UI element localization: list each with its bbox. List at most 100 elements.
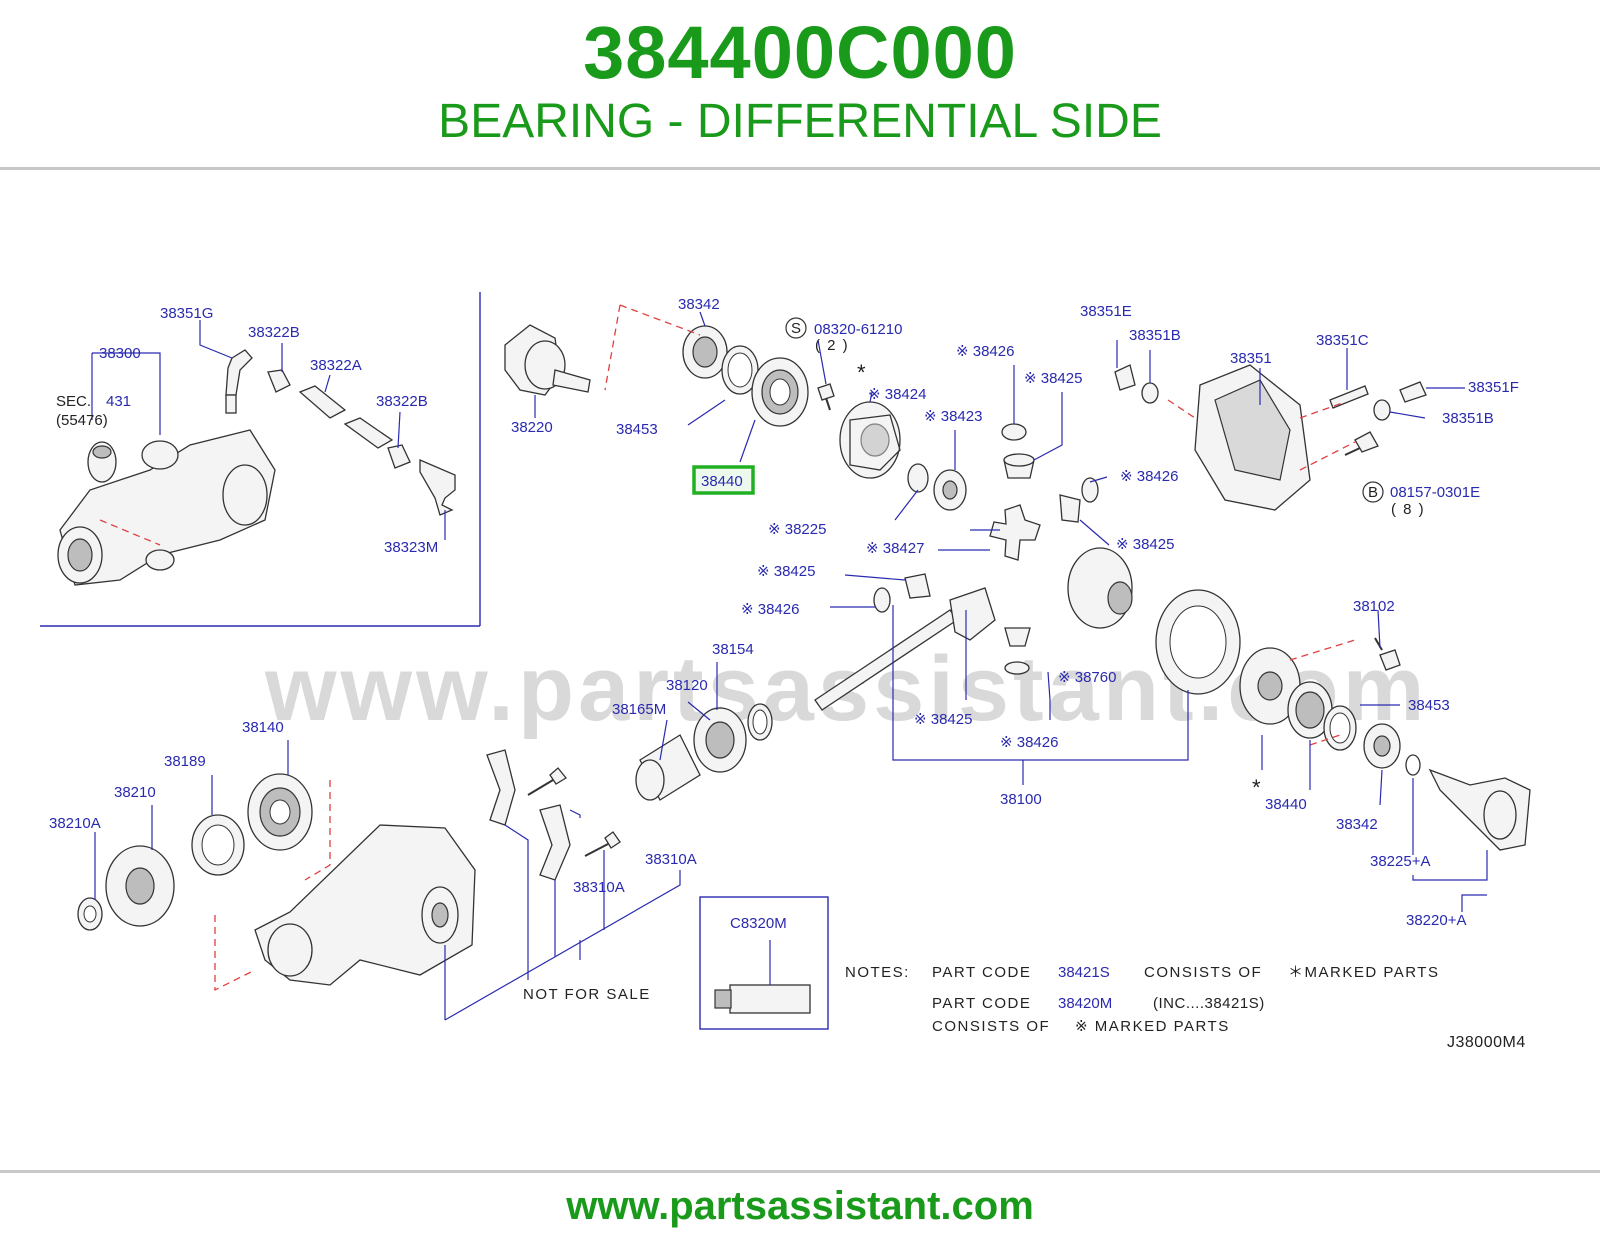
label-not-for-sale: NOT FOR SALE <box>523 986 651 1003</box>
companion-flange-38220 <box>504 324 591 396</box>
notes-line1-c: ＊MARKED PARTS <box>1288 964 1439 981</box>
spacer-38453-right <box>1323 705 1357 751</box>
bolt-08320 <box>817 383 835 411</box>
pinion-mate-38425-top <box>1003 453 1035 479</box>
notes-line3-b: ※ MARKED PARTS <box>1075 1018 1230 1035</box>
label-38342-top: 38342 <box>678 296 720 313</box>
label-38426-d: ※ 38426 <box>1000 734 1058 751</box>
inset-labels: 38351G 38322B 38300 38322A SEC. 431 (554… <box>56 305 438 556</box>
notes-line1-code: 38421S <box>1058 964 1110 981</box>
side-shaft-38100 <box>814 587 996 711</box>
label-38140: 38140 <box>242 719 284 736</box>
label-38210A: 38210A <box>49 815 101 832</box>
label-38220: 38220 <box>511 419 553 436</box>
pinion-washer-38426-low <box>1004 661 1030 675</box>
inset-breather-tube <box>419 459 456 516</box>
inset-clamp-1 <box>267 369 291 393</box>
ring-gear-38100 <box>1155 589 1241 695</box>
label-c8320m: C8320M <box>730 915 787 932</box>
label-38427: ※ 38427 <box>866 540 924 557</box>
label-38440-bottom: 38440 <box>1265 796 1307 813</box>
pinion-mate-38425-left <box>904 573 931 599</box>
label-38102: 38102 <box>1353 598 1395 615</box>
footer-url-link[interactable]: www.partsassistant.com <box>566 1184 1034 1228</box>
side-bearing-38440-top <box>751 357 809 427</box>
label-38225A: 38225+A <box>1370 853 1430 870</box>
label-38351B-1: 38351B <box>1129 327 1181 344</box>
header-divider <box>0 167 1600 170</box>
label-sec-sub: (55476) <box>56 412 108 429</box>
s-circle-icon <box>785 317 807 339</box>
footer-divider <box>0 1170 1600 1173</box>
label-38351: 38351 <box>1230 350 1272 367</box>
seal-38189 <box>191 814 245 876</box>
plug-38351F <box>1399 381 1427 403</box>
label-38342-bottom: 38342 <box>1336 816 1378 833</box>
notes-line3-a: CONSISTS OF <box>932 1018 1050 1035</box>
label-38310A-1: 38310A <box>645 851 697 868</box>
label-38760: ※ 38760 <box>1058 669 1116 686</box>
label-38322B-2: 38322B <box>376 393 428 410</box>
spacer-38154 <box>747 703 773 741</box>
notes-block: NOTES: PART CODE 38421S CONSISTS OF ＊MAR… <box>845 964 1526 1051</box>
bolt-08157 <box>1344 431 1379 456</box>
nut-38210A <box>77 897 103 931</box>
bearing-38140 <box>247 773 313 851</box>
label-qty-8: ( 8 ) <box>1391 501 1425 518</box>
companion-flange-38210 <box>105 845 175 927</box>
bearing-cap-1 <box>486 749 516 826</box>
label-38189: 38189 <box>164 753 206 770</box>
pinion-washer-38426-left <box>873 587 891 613</box>
sealant-tube-c8320m <box>714 984 811 1014</box>
highlight-box-38440[interactable] <box>692 465 755 495</box>
label-08320-61210: 08320-61210 <box>814 321 902 338</box>
diff-case-38424 <box>839 401 901 479</box>
label-38426-b: ※ 38426 <box>1120 468 1178 485</box>
stud-38351C <box>1329 385 1369 409</box>
inset-breather <box>225 349 253 414</box>
notes-line1-b: CONSISTS OF <box>1144 964 1262 981</box>
highlighted-part-label[interactable]: 38440 <box>701 473 743 490</box>
rear-cover-38351 <box>1194 364 1311 511</box>
collapsible-spacer-38165M <box>635 734 701 801</box>
gasket-38351B-right <box>1373 399 1391 421</box>
b-circle-icon <box>1362 481 1384 503</box>
label-38323M: 38323M <box>384 539 438 556</box>
label-08157-0301E: 08157-0301E <box>1390 484 1480 501</box>
gasket-38351B-left <box>1141 382 1159 404</box>
inset-leaders <box>91 320 446 540</box>
pinion-mate-38425-right <box>1059 494 1081 523</box>
pinion-washer-38426-right <box>1081 477 1099 503</box>
pinion-seal-38342-top <box>682 325 728 379</box>
label-38120: 38120 <box>666 677 708 694</box>
side-bearing-38440-right <box>1287 681 1333 739</box>
notes-label: NOTES: <box>845 964 910 981</box>
label-38351C: 38351C <box>1316 332 1369 349</box>
label-38322A: 38322A <box>310 357 362 374</box>
notes-line1-a: PART CODE <box>932 964 1031 981</box>
part-name-subtitle: BEARING - DIFFERENTIAL SIDE <box>438 95 1162 148</box>
bolt-38102 <box>1374 637 1401 671</box>
label-38154: 38154 <box>712 641 754 658</box>
star-marker-1: * <box>857 360 867 385</box>
seal-38342-right <box>1363 723 1401 769</box>
page-header: 384400C000 BEARING - DIFFERENTIAL SIDE <box>0 0 1600 168</box>
pinion-washer-38426-top <box>1001 423 1027 441</box>
main-leaders <box>94 311 1488 1021</box>
label-38351G: 38351G <box>160 305 213 322</box>
viscous-coupling-38760 <box>1067 547 1133 629</box>
label-38100: 38100 <box>1000 791 1042 808</box>
diagram-code: J38000M4 <box>1447 1034 1526 1051</box>
assembly-guide-lines <box>214 304 1356 992</box>
label-38426-c: ※ 38426 <box>741 601 799 618</box>
label-38165M: 38165M <box>612 701 666 718</box>
label-38322B-1: 38322B <box>248 324 300 341</box>
label-38310A-2: 38310A <box>573 879 625 896</box>
cap-bolt-2 <box>584 831 621 857</box>
notes-line2-code: 38420M <box>1058 995 1112 1012</box>
cap-bolt-1 <box>527 767 567 796</box>
label-38300: 38300 <box>99 345 141 362</box>
notes-line2-b: (INC....38421S) <box>1153 995 1265 1012</box>
label-sec-number: 431 <box>106 393 131 410</box>
